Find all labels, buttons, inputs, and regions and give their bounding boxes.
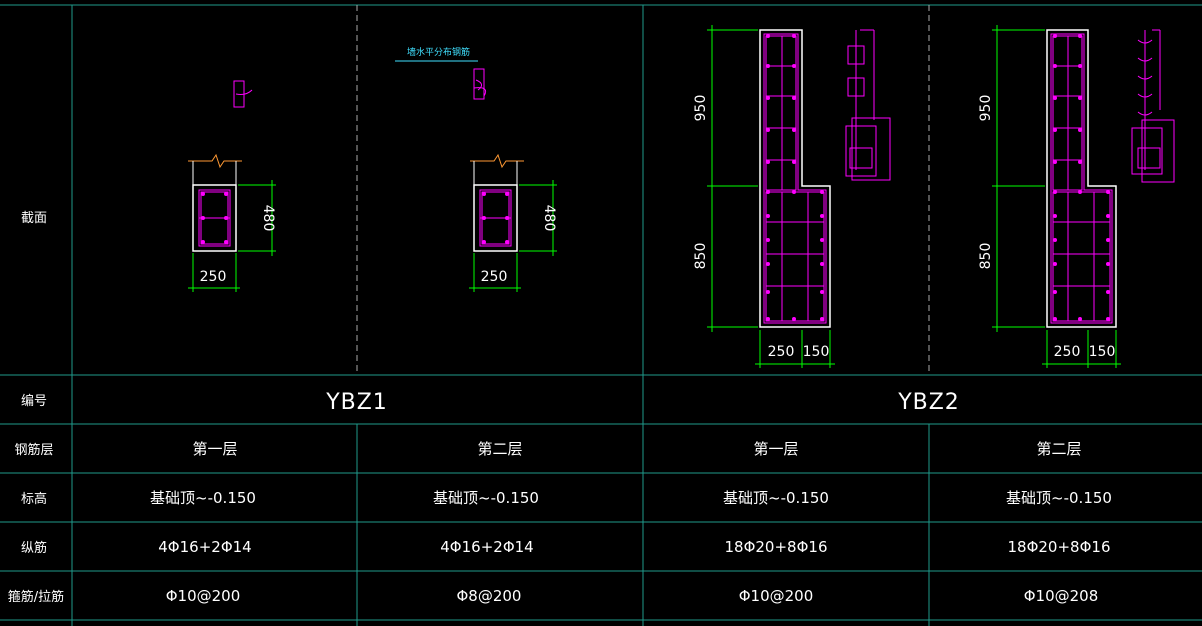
- col4-elevation: 基础顶~-0.150: [1006, 489, 1112, 507]
- col4-layer: 第二层: [1036, 440, 1081, 458]
- dim-label: 250: [200, 269, 227, 285]
- section-dividers: [356, 5, 930, 375]
- column-outline: [759, 29, 831, 328]
- col2-layer: 第二层: [477, 440, 522, 458]
- col4-stirrup: Φ10@208: [1024, 587, 1099, 605]
- col4-longitudinal: 18Φ20+8Φ16: [1008, 538, 1111, 556]
- rebar: [505, 216, 509, 220]
- ybz1-section-b: 墙水平分布钢筋 250 480: [395, 46, 557, 292]
- dim-label: 480: [260, 205, 276, 232]
- col2-elevation: 基础顶~-0.150: [433, 489, 539, 507]
- dim-label: 950: [693, 95, 709, 122]
- dim-label: 850: [693, 243, 709, 270]
- rebar: [201, 216, 205, 220]
- tie-detail: [1131, 29, 1175, 183]
- stirrup-detail: [845, 29, 891, 181]
- dimension-width: [188, 253, 240, 292]
- rebar: [482, 192, 486, 196]
- break-line: [188, 153, 242, 169]
- dimension-horizontal: [755, 330, 835, 368]
- rebar-group: [1053, 34, 1110, 321]
- ybz1-section-a: 250 480: [188, 80, 276, 292]
- rebar: [201, 240, 205, 244]
- column-outline: [192, 184, 237, 252]
- row-label-rebar-layer: 钢筋层: [14, 442, 53, 458]
- rebar: [482, 240, 486, 244]
- dimension-vertical: [707, 25, 758, 332]
- mark-ybz1: YBZ1: [325, 390, 388, 415]
- dim-label: 480: [541, 205, 557, 232]
- rebar: [224, 216, 228, 220]
- ybz2-section-a: 950 850 250 150: [693, 25, 891, 368]
- col2-longitudinal: 4Φ16+2Φ14: [440, 538, 533, 556]
- mark-ybz2: YBZ2: [897, 390, 960, 415]
- row-label-number: 编号: [21, 394, 47, 409]
- dimension-height: [238, 180, 276, 256]
- row-label-longitudinal: 纵筋: [21, 540, 47, 556]
- col1-stirrup: Φ10@200: [166, 587, 241, 605]
- dim-label: 250: [1054, 344, 1081, 360]
- rebar: [224, 192, 228, 196]
- rebar: [505, 240, 509, 244]
- ybz2-section-b: 950 850 250 150: [978, 25, 1175, 368]
- col3-elevation: 基础顶~-0.150: [723, 489, 829, 507]
- dimension-vertical: [992, 25, 1045, 332]
- column-outline: [473, 184, 518, 252]
- dim-label: 950: [978, 95, 994, 122]
- column-outline: [1046, 29, 1117, 328]
- dimension-horizontal: [1042, 330, 1121, 368]
- rebar: [224, 240, 228, 244]
- rebar: [482, 216, 486, 220]
- hook-detail: [473, 68, 485, 100]
- col3-stirrup: Φ10@200: [739, 587, 814, 605]
- col1-elevation: 基础顶~-0.150: [150, 489, 256, 507]
- col2-stirrup: Φ8@200: [457, 587, 522, 605]
- rebar-group: [766, 34, 824, 321]
- col3-longitudinal: 18Φ20+8Φ16: [725, 538, 828, 556]
- rebar: [505, 192, 509, 196]
- row-label-section: 截面: [21, 211, 47, 226]
- col1-layer: 第一层: [192, 440, 237, 458]
- dim-label: 150: [1089, 344, 1116, 360]
- row-label-stirrup: 箍筋/拉筋: [8, 589, 64, 605]
- dim-label: 150: [803, 344, 830, 360]
- dim-label: 250: [768, 344, 795, 360]
- note-label: 墙水平分布钢筋: [407, 46, 470, 58]
- row-label-elevation: 标高: [21, 491, 47, 507]
- dim-label: 250: [481, 269, 508, 285]
- col1-longitudinal: 4Φ16+2Φ14: [158, 538, 251, 556]
- table-grid: [0, 4, 1202, 626]
- dimension-width: [469, 253, 521, 292]
- rebar: [201, 192, 205, 196]
- break-line: [470, 153, 524, 169]
- col3-layer: 第一层: [753, 440, 798, 458]
- dim-label: 850: [978, 243, 994, 270]
- dimension-height: [519, 180, 557, 256]
